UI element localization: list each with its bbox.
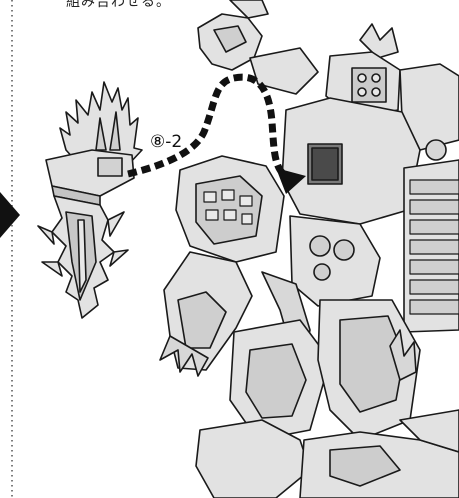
robot-figure bbox=[160, 0, 459, 498]
step-label: ⑧-2 bbox=[150, 132, 182, 152]
detached-part bbox=[38, 82, 142, 318]
triangle-right-icon bbox=[0, 192, 20, 238]
